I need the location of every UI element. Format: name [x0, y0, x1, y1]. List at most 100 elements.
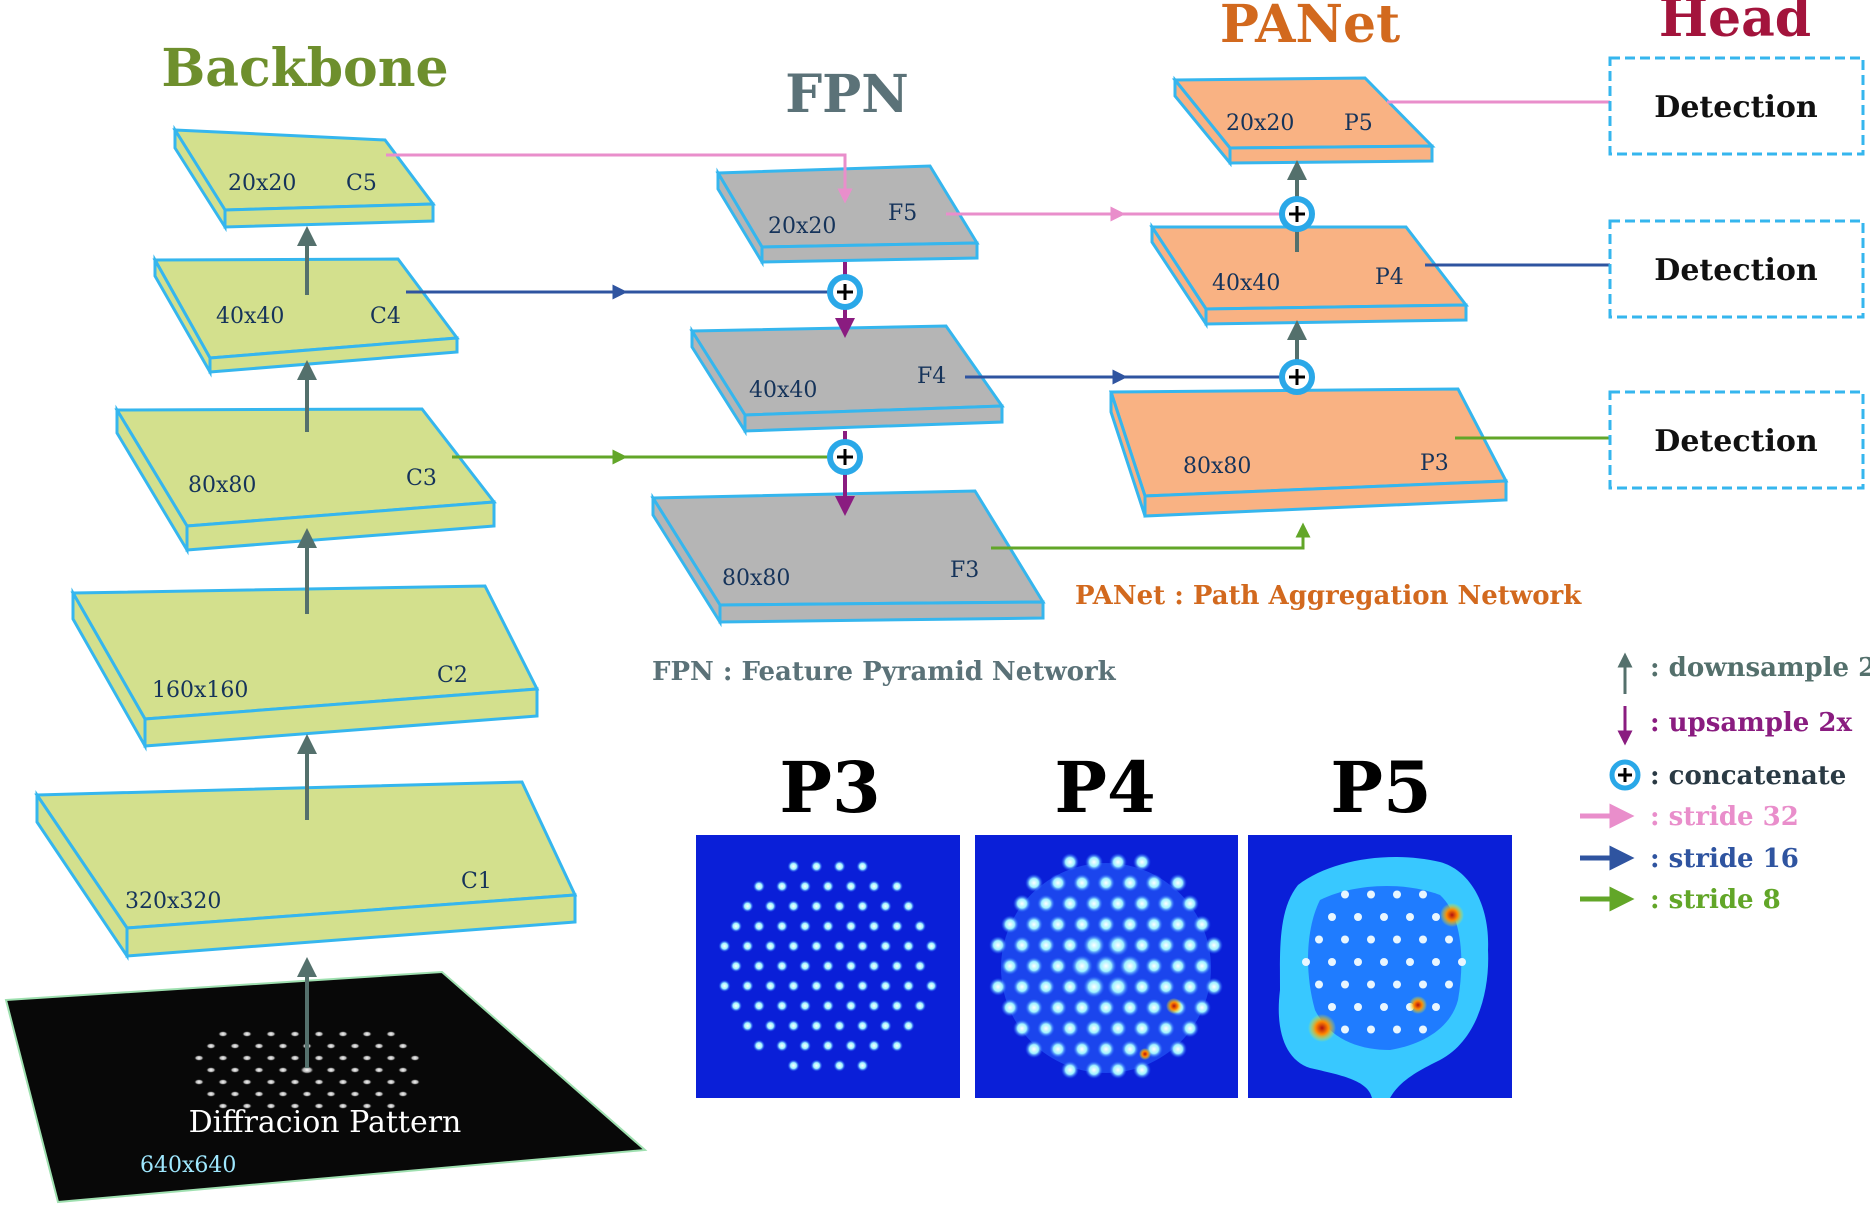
diffraction-spot [278, 1067, 288, 1073]
diffraction-spot [822, 1039, 834, 1052]
diffraction-spot [1097, 915, 1115, 934]
diffraction-spot [362, 1031, 372, 1037]
panet-slab-p4: 40x40 P4 [1149, 221, 1470, 330]
diffraction-spot [1406, 958, 1414, 966]
slab-size-label: 320x320 [125, 889, 221, 914]
slab-side [1109, 391, 1147, 517]
heatmap-spots [1302, 890, 1466, 1042]
slab-top [1108, 387, 1509, 498]
diffraction-spots [194, 1031, 420, 1109]
backbone-slab-c1: 320x320 C1 [34, 780, 578, 961]
concat-icon [1279, 196, 1315, 232]
diffraction-spot [1037, 977, 1055, 996]
diffraction-spot [266, 1031, 276, 1037]
slab-size-label: 20x20 [768, 214, 836, 239]
panet-slab-p3: 80x80 P3 [1108, 387, 1509, 518]
diffraction-spot [1354, 1003, 1362, 1011]
diffraction-spot [741, 979, 754, 992]
slab-name-label: C2 [437, 663, 468, 688]
diffraction-spot [278, 1091, 288, 1097]
diffraction-spot [1097, 873, 1115, 892]
diffraction-spot [833, 1059, 846, 1072]
diffraction-spot [1133, 853, 1151, 872]
diffraction-spot [1049, 873, 1067, 892]
diffraction-spot [338, 1055, 348, 1061]
slab-size-label: 80x80 [1183, 454, 1251, 479]
diffraction-spot [1083, 975, 1105, 998]
diffraction-spot [300, 1066, 314, 1074]
slab-name-label: F5 [888, 201, 917, 226]
diffraction-spot [1367, 890, 1375, 899]
diffraction-spot [1406, 913, 1414, 921]
diffraction-spot [314, 1079, 324, 1085]
concat-icon [1609, 759, 1641, 791]
diffraction-spot [1315, 935, 1323, 944]
diffraction-spot [290, 1031, 300, 1037]
diffraction-spot [1367, 1025, 1375, 1034]
diffraction-spot [989, 977, 1007, 996]
fpn-slab-f5: 20x20 F5 [715, 164, 980, 268]
diffraction-spot [1367, 980, 1375, 989]
diffraction-spot [242, 1103, 252, 1109]
diffraction-spot [1133, 1019, 1151, 1038]
diffraction-spot [1367, 935, 1375, 944]
diffraction-spot [1121, 873, 1139, 892]
diffraction-spot [914, 920, 926, 933]
diffraction-spot [1341, 980, 1349, 989]
diffraction-spot [879, 979, 892, 992]
slab-side [690, 325, 747, 437]
diffraction-spot [218, 1103, 228, 1109]
diffraction-spot [1049, 915, 1067, 934]
diffraction-spot [386, 1031, 396, 1037]
diffraction-spot [776, 960, 788, 972]
diffraction-spot [891, 960, 903, 972]
diffraction-spot [741, 1019, 754, 1032]
diffraction-spot [254, 1043, 264, 1049]
slab-top [715, 164, 980, 249]
diffraction-spot [891, 920, 903, 933]
slab-name-label: P5 [1344, 111, 1373, 136]
diffraction-spot [194, 1055, 204, 1061]
diffraction-spot [314, 1031, 324, 1037]
diffraction-spot [822, 960, 834, 972]
diffraction-spot [1073, 915, 1091, 934]
diffraction-spot [1432, 958, 1440, 966]
heatmap-spots [989, 853, 1223, 1079]
diffraction-spot [810, 1019, 823, 1032]
diffraction-spot [398, 1043, 408, 1049]
diffraction-spot [1380, 958, 1388, 966]
diffraction-spot [891, 1039, 903, 1052]
slab-size-label: 40x40 [216, 304, 284, 329]
diffraction-spot [845, 960, 857, 972]
head-title: Head [1659, 0, 1811, 49]
diffraction-spot [764, 979, 777, 992]
diffraction-spot [290, 1055, 300, 1061]
diffraction-spot [799, 960, 811, 972]
diffraction-spot [1025, 873, 1043, 892]
fpn-note: FPN : Feature Pyramid Network [652, 657, 1117, 687]
diffraction-spot [856, 940, 869, 953]
feature-map-title-p5: P5 [1330, 746, 1431, 829]
panet-slab-p5: 20x20 P5 [1171, 75, 1436, 168]
diffraction-spot [1133, 977, 1151, 996]
feature-map-title-p4: P4 [1054, 746, 1155, 829]
heatmap-hotspot [1440, 903, 1464, 927]
diffraction-spot [1025, 957, 1043, 975]
diffraction-spot [1169, 1040, 1187, 1059]
diffraction-spot [302, 1091, 312, 1097]
diffraction-spot [787, 860, 800, 873]
diffraction-spot [242, 1079, 252, 1085]
diffraction-spot [1095, 955, 1117, 977]
diffraction-spot [1049, 1040, 1067, 1059]
diffraction-spot [730, 920, 742, 933]
diffraction-spot [386, 1079, 396, 1085]
diffraction-spot [218, 1055, 228, 1061]
concat-icon [827, 274, 863, 310]
slab-name-label: P3 [1420, 451, 1449, 476]
panet-note: PANet : Path Aggregation Network [1075, 581, 1582, 611]
diffraction-spot [1001, 915, 1019, 934]
diffraction-spot [410, 1055, 420, 1061]
heatmap-hotspot [1139, 1048, 1151, 1060]
slab-front [1228, 144, 1434, 165]
diffraction-spot [856, 860, 869, 873]
